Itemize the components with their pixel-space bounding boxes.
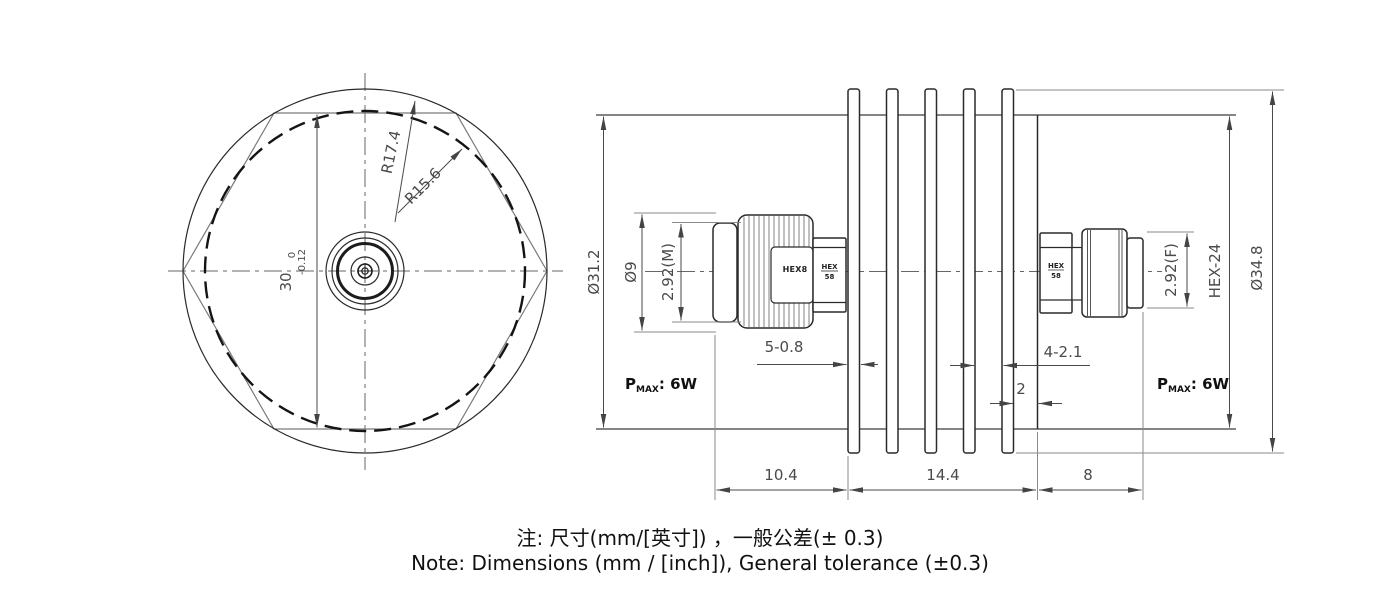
fin-to-edge-label: 2 bbox=[1016, 380, 1026, 398]
fin-5 bbox=[1001, 88, 1015, 454]
dim-label-tol-lower: -0.12 bbox=[297, 249, 308, 275]
dim-fin-to-edge: 2 bbox=[990, 380, 1062, 407]
fin-3 bbox=[924, 88, 938, 454]
fin-4 bbox=[962, 88, 976, 454]
female-end-face bbox=[1126, 237, 1144, 309]
dim-dia-34-8: Ø34.8 bbox=[1248, 91, 1276, 452]
fin-gap-label: 4-2.1 bbox=[1044, 343, 1083, 361]
pmax-left-p: P bbox=[625, 375, 636, 393]
dia-fins-label: Ø34.8 bbox=[1248, 245, 1266, 290]
radius-inner-label: R15.6 bbox=[401, 164, 445, 208]
radius-outer-label: R17.4 bbox=[378, 129, 405, 176]
fin-2 bbox=[885, 88, 899, 454]
fin-1 bbox=[847, 88, 861, 454]
body-hex-label: HEX-24 bbox=[1206, 244, 1224, 299]
female-neck bbox=[1071, 246, 1083, 301]
dashed-root-circle bbox=[203, 109, 527, 433]
side-view: HEX8 HEX 58 HEX 58 bbox=[585, 88, 1284, 500]
pmax-left-sub: MAX bbox=[636, 385, 659, 395]
outer-circle bbox=[182, 88, 548, 454]
dim-label-tol-upper: 0 bbox=[287, 252, 298, 258]
ring-dielectric bbox=[350, 256, 380, 286]
male-hex-label-2: 58 bbox=[825, 273, 835, 281]
connector-interface-rings bbox=[325, 231, 405, 311]
dim-hex-24: HEX-24 bbox=[1206, 116, 1233, 428]
len-right-label: 8 bbox=[1083, 466, 1093, 484]
interface-male-label: 2.92(M) bbox=[659, 243, 677, 301]
pmax-right-sub: MAX bbox=[1168, 385, 1191, 395]
dim-dia-31-2: Ø31.2 bbox=[585, 116, 607, 428]
interface-female-label: 2.92(F) bbox=[1162, 243, 1180, 297]
dim-292-female: 2.92(F) bbox=[1147, 231, 1194, 309]
male-hex-label-1: HEX bbox=[821, 263, 838, 271]
female-hex-label-1: HEX bbox=[1048, 262, 1065, 270]
dia-body-label: Ø31.2 bbox=[585, 249, 603, 294]
male-flange bbox=[712, 222, 738, 323]
female-hex-label-2: 58 bbox=[1051, 272, 1061, 280]
female-barrel bbox=[1081, 228, 1128, 318]
pmax-right-p: P bbox=[1157, 375, 1168, 393]
pmax-right-value: : 6W bbox=[1191, 375, 1230, 393]
nut-center-band bbox=[770, 246, 814, 304]
leader-r15 bbox=[397, 148, 463, 214]
male-hex-body bbox=[812, 237, 847, 313]
dim-across-flats: 30 0 -0.12 bbox=[277, 114, 320, 428]
leader-r17 bbox=[394, 100, 416, 223]
dim-length-chain: 10.4 14.4 8 bbox=[714, 312, 1144, 500]
note-line-cn: 注: 尺寸(mm/[英寸]) ，一般公差(± 0.3) bbox=[517, 526, 884, 550]
radius-leaders: R17.4 R15.6 bbox=[378, 100, 463, 223]
dim-label-30: 30 bbox=[277, 272, 295, 291]
heatsink-fins bbox=[847, 88, 1015, 454]
fin-thickness-label: 5-0.8 bbox=[765, 338, 804, 356]
ring-thick bbox=[336, 242, 394, 300]
note-line-en: Note: Dimensions (mm / [inch]), General … bbox=[411, 551, 989, 575]
dim-dia-9: Ø9 bbox=[622, 212, 716, 333]
nut-hex-label: HEX8 bbox=[783, 265, 808, 274]
pmax-right-label: PMAX: 6W bbox=[1157, 375, 1230, 395]
dim-292-male: 2.92(M) bbox=[659, 222, 741, 323]
notes: 注: 尺寸(mm/[英寸]) ，一般公差(± 0.3) Note: Dimens… bbox=[411, 526, 989, 575]
len-left-label: 10.4 bbox=[764, 466, 797, 484]
dia-flange-label: Ø9 bbox=[622, 261, 640, 282]
male-connector: HEX8 HEX 58 bbox=[712, 214, 847, 329]
len-mid-label: 14.4 bbox=[926, 466, 959, 484]
ring-outer bbox=[325, 231, 405, 311]
front-view: 30 0 -0.12 R17.4 R15.6 bbox=[168, 73, 563, 470]
dim-fin-gap: 4-2.1 bbox=[950, 343, 1090, 369]
dim-fin-thickness: 5-0.8 bbox=[757, 338, 878, 368]
ring-2 bbox=[331, 237, 399, 305]
pmax-left-value: : 6W bbox=[659, 375, 698, 393]
pmax-left-label: PMAX: 6W bbox=[625, 375, 698, 395]
female-connector: HEX 58 bbox=[1039, 228, 1144, 318]
